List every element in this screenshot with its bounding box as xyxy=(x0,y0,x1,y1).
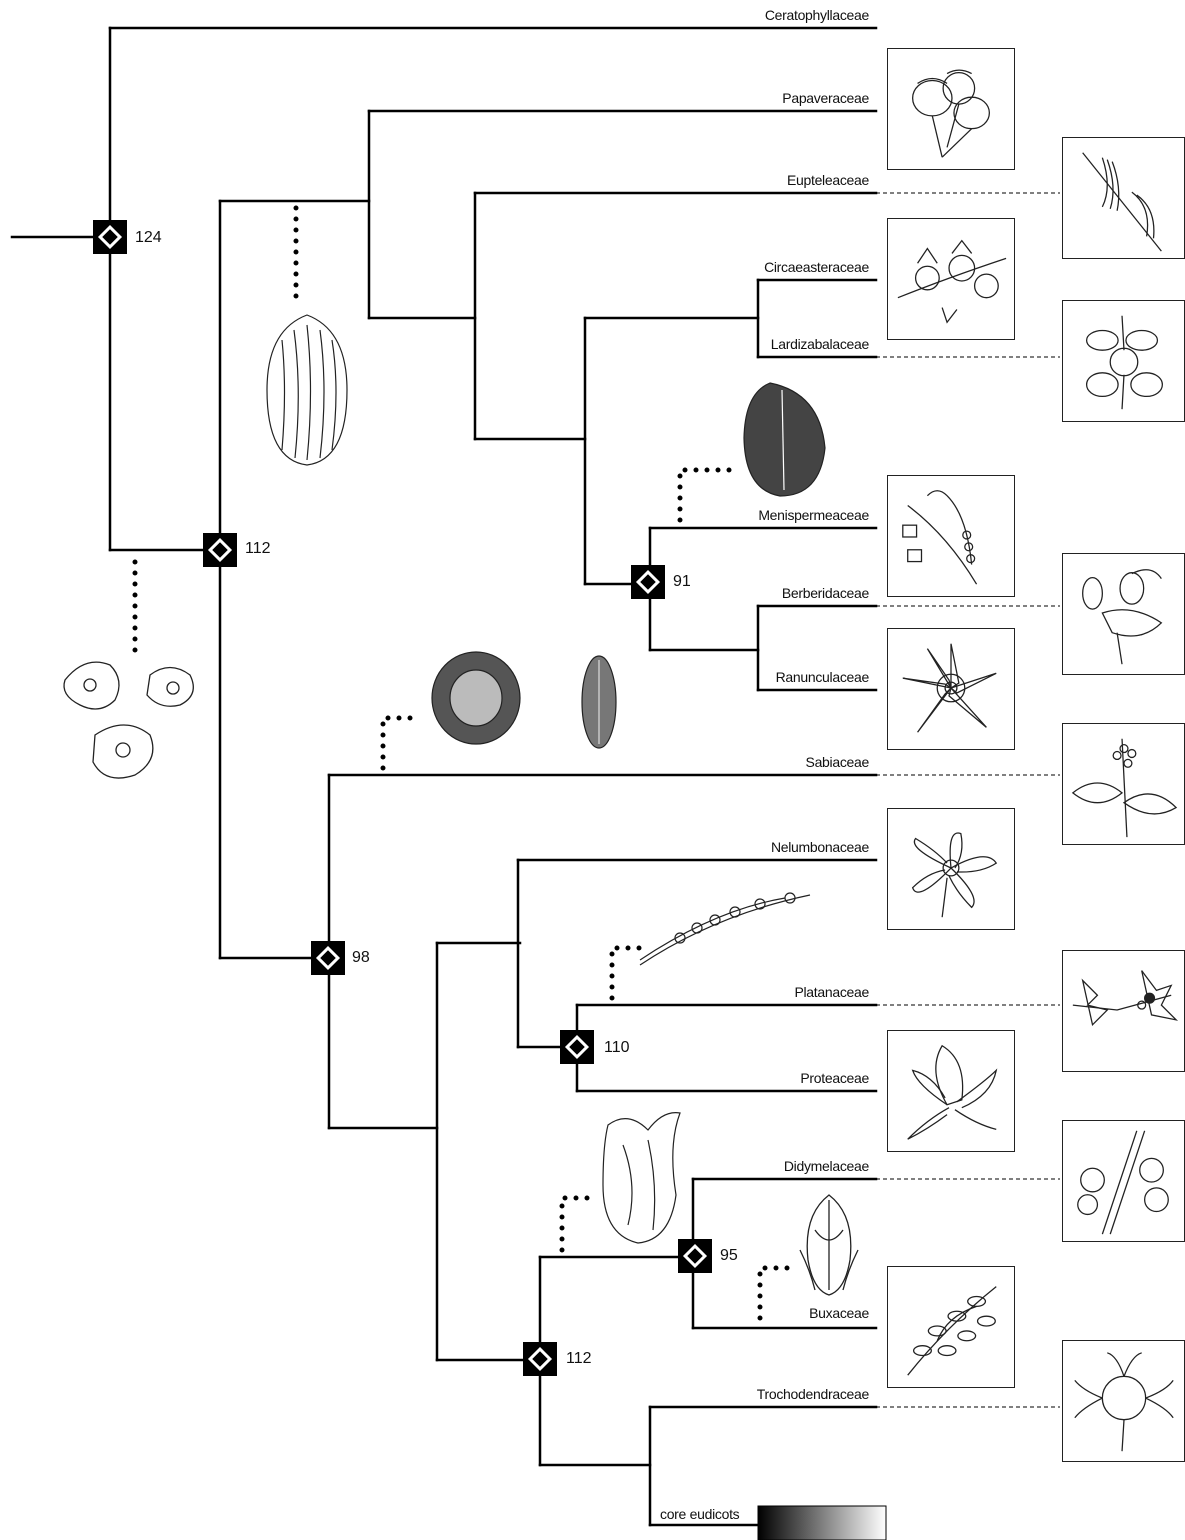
taxon-ranunculaceae: Ranunculaceae xyxy=(776,669,869,685)
node-marker-remaining-eudicots xyxy=(311,941,345,975)
node-marker-gunnerids-buxales xyxy=(523,1342,557,1376)
taxon-proteaceae: Proteaceae xyxy=(800,1070,869,1086)
taxon-sabiaceae: Sabiaceae xyxy=(806,754,869,770)
fossil-ranunculales-flower xyxy=(262,310,352,470)
taxon-lardizabalaceae: Lardizabalaceae xyxy=(771,336,869,352)
buxaceae-illustration xyxy=(887,1266,1015,1388)
taxon-core-eudicots: core eudicots xyxy=(660,1506,739,1522)
node-marker-ranunculales-core xyxy=(631,565,665,599)
lardizabalaceae-illustration xyxy=(1062,300,1185,422)
age-eudicots: 112 xyxy=(245,540,271,558)
papaveraceae-illustration xyxy=(887,48,1015,170)
node-marker-proteales xyxy=(560,1030,594,1064)
didymelaceae-illustration xyxy=(1062,1120,1185,1242)
fossil-didymelaceae-fruit xyxy=(598,1105,686,1247)
leader-lines xyxy=(876,193,1060,1407)
fossil-sabiaceae-fruit xyxy=(428,648,524,748)
fossil-connectors xyxy=(135,208,790,1318)
taxon-ceratophyllaceae: Ceratophyllaceae xyxy=(765,7,869,23)
node-marker-root xyxy=(93,220,127,254)
ranunculaceae-illustration xyxy=(887,628,1015,750)
berberidaceae-illustration xyxy=(1062,553,1185,675)
fossil-platanaceae-inflorescence xyxy=(635,890,813,970)
taxon-berberidaceae: Berberidaceae xyxy=(782,585,869,601)
fossil-buxaceae-flower xyxy=(795,1190,863,1300)
circaeasteraceae-illustration xyxy=(887,218,1015,340)
age-proteales: 110 xyxy=(604,1039,630,1057)
eupteleaceae-illustration xyxy=(1062,137,1185,259)
nelumbonaceae-illustration xyxy=(887,808,1015,930)
age-remaining-eudicots: 98 xyxy=(352,949,370,967)
platanaceae-illustration xyxy=(1062,950,1185,1072)
fossil-menispermaceae-seed xyxy=(740,378,828,500)
age-root: 124 xyxy=(135,229,162,247)
age-ranunculales-core: 91 xyxy=(673,573,691,591)
taxon-eupteleaceae: Eupteleaceae xyxy=(787,172,869,188)
taxon-nelumbonaceae: Nelumbonaceae xyxy=(771,839,869,855)
menispermaceae-illustration xyxy=(887,475,1015,597)
trochodendraceae-illustration xyxy=(1062,1340,1185,1462)
taxon-didymelaceae: Didymelaceae xyxy=(784,1158,869,1174)
node-marker-eudicots xyxy=(203,533,237,567)
age-buxales: 95 xyxy=(720,1247,738,1265)
taxon-circaeasteraceae: Circaeasteraceae xyxy=(764,259,869,275)
taxon-trochodendraceae: Trochodendraceae xyxy=(757,1386,869,1402)
taxon-platanaceae: Platanaceae xyxy=(794,984,869,1000)
taxon-menispermaceae: Menispermeaceae xyxy=(758,507,869,523)
fossil-sabiaceae-seed xyxy=(578,652,620,752)
taxon-buxaceae: Buxaceae xyxy=(809,1305,869,1321)
fossil-eudicot-pollen xyxy=(55,650,205,790)
proteaceae-illustration xyxy=(887,1030,1015,1152)
age-gunnerids-buxales: 112 xyxy=(566,1350,592,1368)
taxon-papaveraceae: Papaveraceae xyxy=(782,90,869,106)
sabiaceae-illustration xyxy=(1062,723,1185,845)
core-eudicots-gradient xyxy=(758,1506,886,1540)
